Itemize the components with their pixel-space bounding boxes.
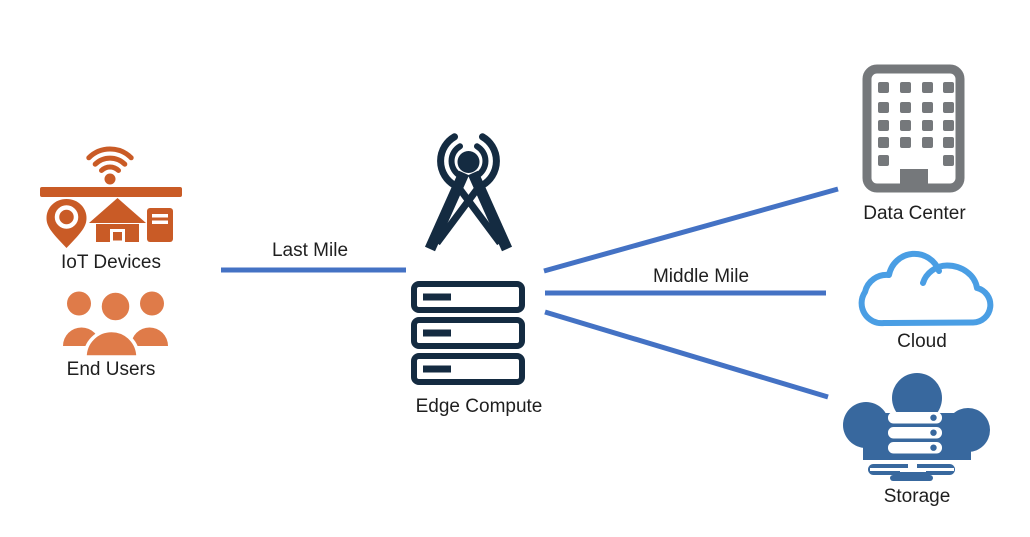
- user-body-center: [83, 328, 140, 357]
- house-icon: [89, 198, 146, 244]
- storage-base: [868, 461, 955, 481]
- building-windows: [878, 82, 954, 166]
- end-users-label: End Users: [66, 359, 156, 380]
- location-pin-icon: [46, 199, 87, 248]
- building-door: [900, 169, 928, 184]
- middle-mile-line-to-storage: [544, 309, 829, 400]
- end-users-icon: [63, 291, 168, 357]
- tower-leg-left: [424, 170, 470, 252]
- middle-mile-label: Middle Mile: [652, 266, 750, 287]
- storage-label: Storage: [883, 486, 951, 507]
- radio-tower-icon: [424, 133, 513, 252]
- roof-bar: [40, 187, 182, 197]
- cloud-label: Cloud: [897, 331, 947, 352]
- device-box-icon: [147, 208, 173, 242]
- iot-devices-label: IoT Devices: [61, 252, 161, 273]
- middle-mile-line-to-data-center: [543, 186, 839, 274]
- user-head-center: [98, 291, 133, 324]
- tower-leg-right: [467, 170, 513, 252]
- iot-devices-icon: [40, 146, 182, 248]
- cloud-storage-icon: [843, 373, 990, 481]
- wifi-dot: [104, 173, 116, 185]
- cloud-outline-icon: [858, 250, 994, 327]
- last-mile-label: Last Mile: [271, 240, 349, 261]
- signal-arc-right-outer: [479, 133, 500, 189]
- wifi-icon: [86, 146, 134, 173]
- user-body-right: [131, 327, 168, 346]
- storage-server-bars: [888, 412, 942, 454]
- edge-compute-label: Edge Compute: [415, 396, 543, 417]
- data-center-label: Data Center: [863, 203, 966, 224]
- antenna-head: [457, 151, 480, 173]
- signal-arc-right-inner: [474, 143, 489, 179]
- user-head-left: [67, 291, 91, 316]
- server-stack-icon: [411, 281, 525, 385]
- tower-brace-2: [434, 185, 481, 246]
- office-building-icon: [862, 64, 965, 193]
- tower-brace-1: [456, 185, 503, 246]
- signal-arc-left-outer: [437, 133, 458, 189]
- user-head-right: [140, 291, 164, 316]
- signal-arc-left-inner: [448, 143, 463, 179]
